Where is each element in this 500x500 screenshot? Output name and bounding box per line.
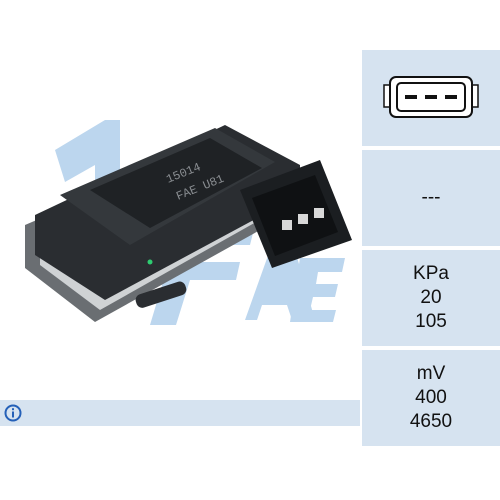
pin-placeholder-text: ---: [421, 187, 441, 208]
pressure-panel: KPa 20 105: [362, 250, 500, 346]
voltage-max: 4650: [409, 411, 453, 432]
connector-panel: [362, 50, 500, 146]
pin-panel: ---: [362, 150, 500, 246]
product-photo: 15014 FAE U81: [25, 120, 352, 325]
pressure-max: 105: [415, 311, 447, 332]
pressure-min: 20: [420, 287, 442, 308]
three-pin-connector-icon: [383, 76, 479, 118]
voltage-min: 400: [415, 387, 447, 408]
vacuum-port: [135, 281, 187, 308]
sensor-illustration: 15014 FAE U81: [25, 120, 352, 325]
voltage-panel: mV 400 4650: [362, 350, 500, 446]
info-bar: [0, 400, 360, 426]
voltage-unit: mV: [416, 363, 446, 384]
info-icon[interactable]: [4, 404, 22, 422]
status-dot: [147, 259, 153, 265]
pressure-unit: KPa: [413, 263, 449, 284]
